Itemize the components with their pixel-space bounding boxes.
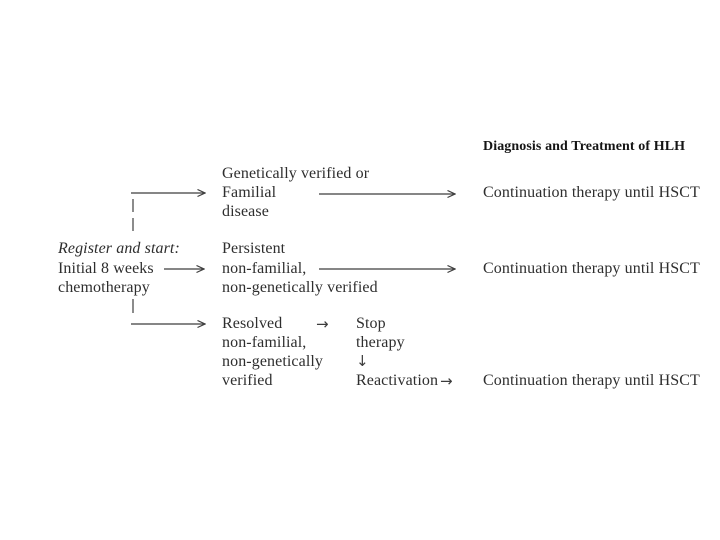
reactivation-label: Reactivation — [356, 372, 439, 389]
resolved-node-line: Resolved — [222, 315, 283, 332]
start-node: Register and start: Initial 8 weeks chem… — [58, 239, 180, 298]
familial-node-line: Familial — [222, 184, 277, 201]
stop-node-line: Stop — [356, 315, 386, 332]
resolved-node-line: verified — [222, 372, 273, 389]
resolved-node-line: non-genetically — [222, 353, 324, 370]
running-head: Diagnosis and Treatment of HLH — [483, 139, 686, 154]
persistent-node-line: non-familial, — [222, 259, 307, 277]
familial-node: Genetically verified or Familial disease — [222, 164, 369, 221]
right-arrow-icon: → — [316, 315, 329, 333]
persistent-node-line: non-genetically verified — [222, 279, 378, 296]
down-arrow-icon: ↓ — [356, 352, 369, 370]
persistent-node-line: Persistent — [222, 240, 286, 257]
resolved-node: Resolved non-familial, non-genetically v… — [222, 314, 323, 390]
persistent-node: Persistent non-familial, non-genetically… — [222, 239, 378, 298]
familial-node-line: disease — [222, 203, 269, 220]
right-arrow-icon: → — [440, 372, 453, 390]
outcome-reactivation: Continuation therapy until HSCT — [483, 372, 700, 389]
outcome-persistent: Continuation therapy until HSCT — [483, 260, 700, 277]
start-node-line: chemotherapy — [58, 279, 150, 296]
resolved-node-line: non-familial, — [222, 334, 307, 351]
familial-node-line: Genetically verified or — [222, 165, 370, 182]
start-node-line: Initial 8 weeks — [58, 259, 154, 277]
stop-node: Stop therapy ↓ Reactivation — [356, 314, 438, 390]
outcome-familial: Continuation therapy until HSCT — [483, 184, 700, 201]
start-node-intro: Register and start: — [58, 240, 180, 257]
stop-node-line: therapy — [356, 334, 405, 351]
